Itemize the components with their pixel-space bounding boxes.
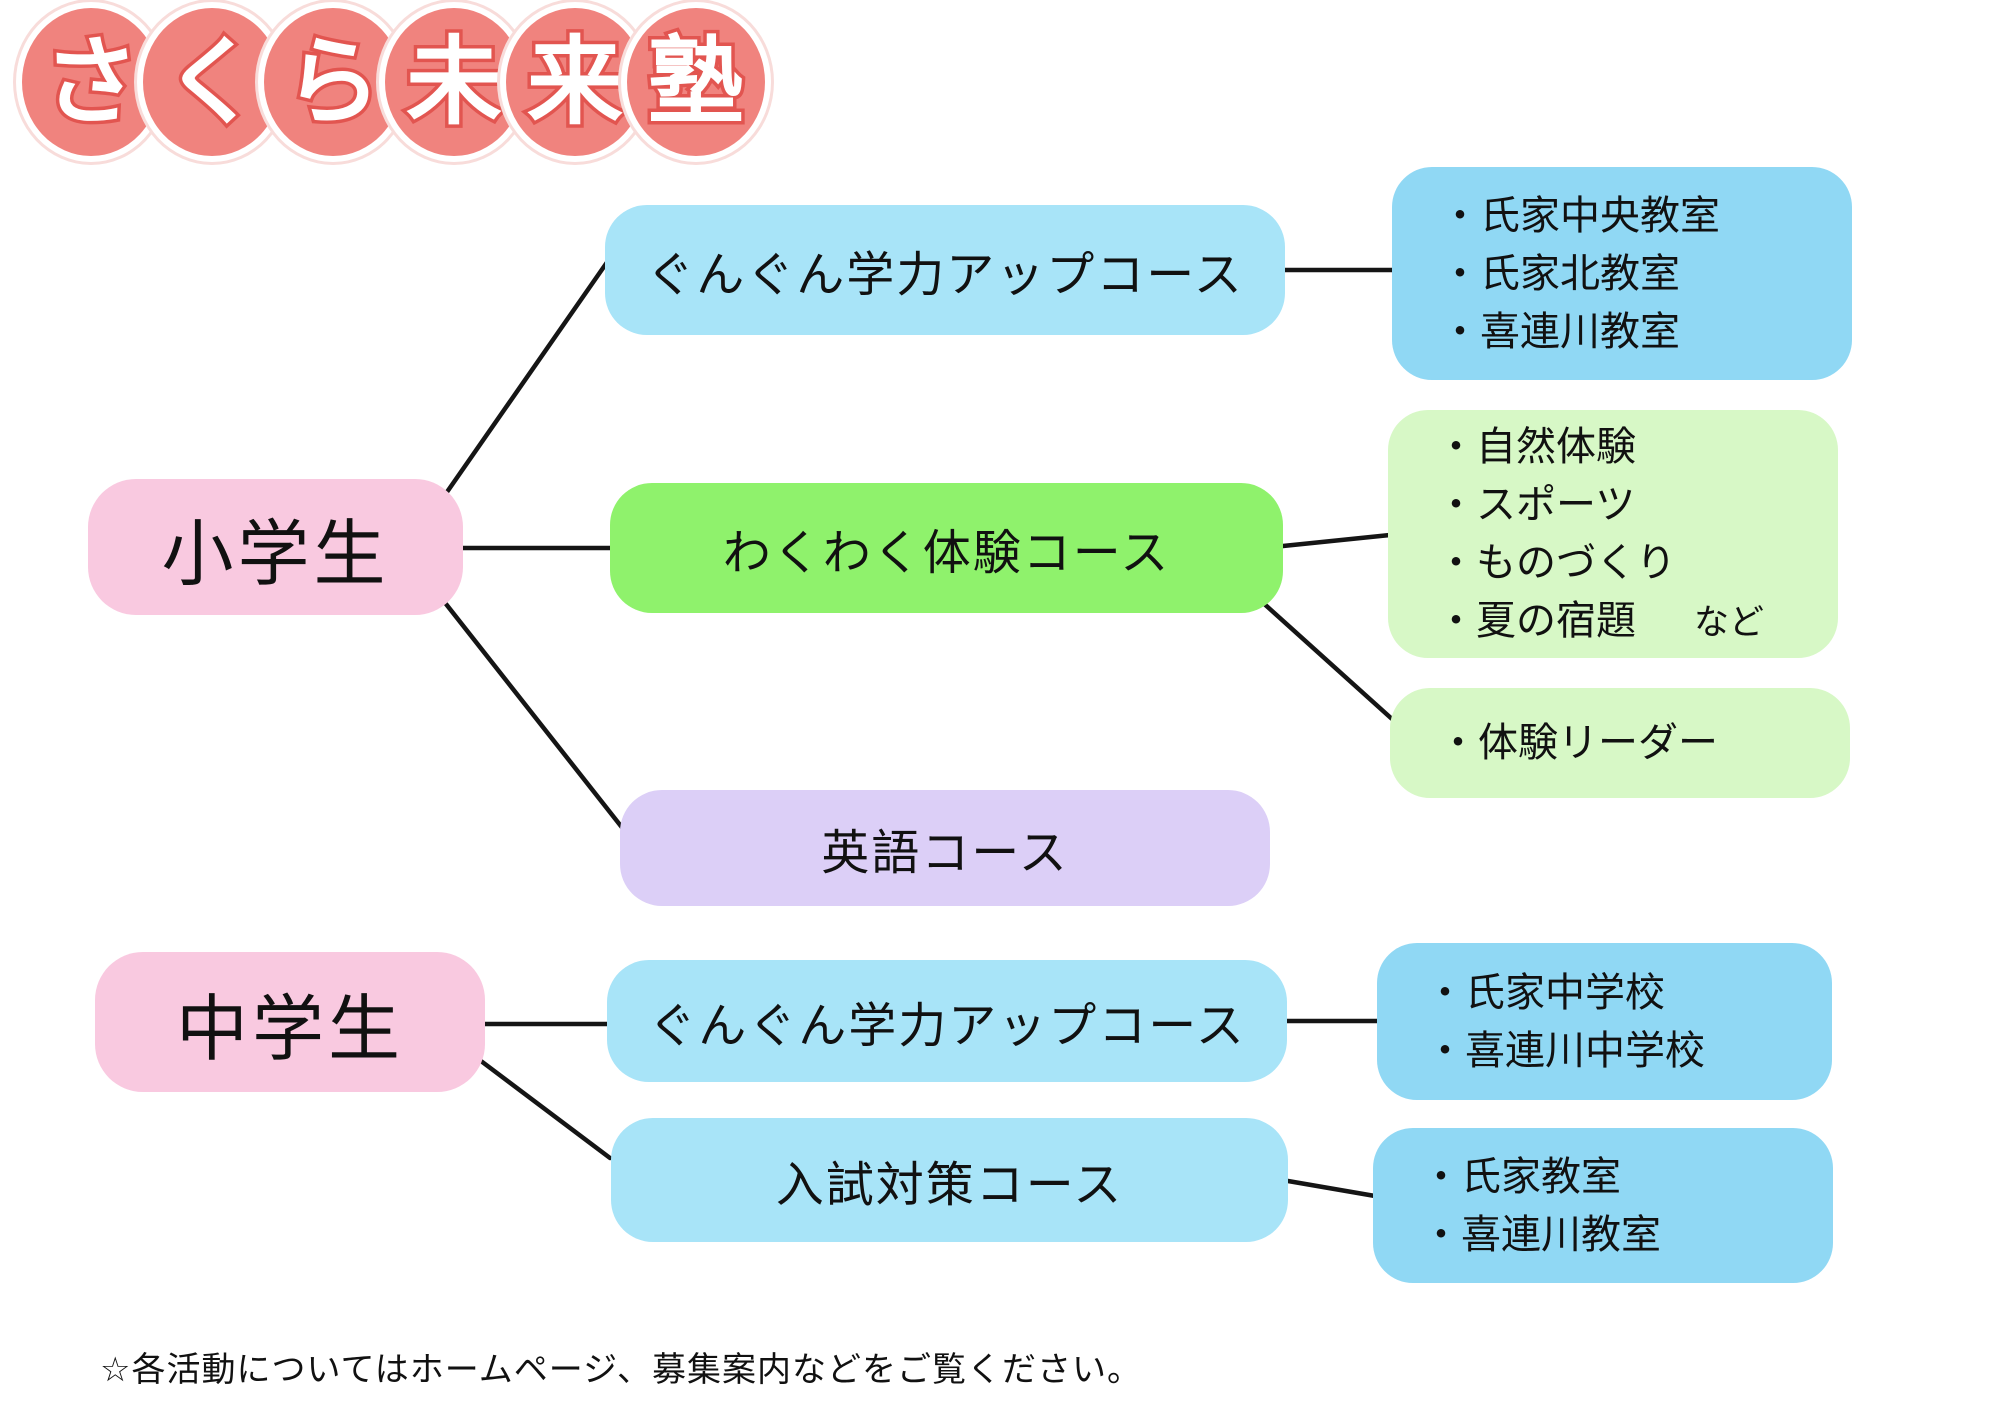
detail-item: ・氏家教室 <box>1421 1153 1621 1200</box>
logo-char: 来 <box>524 26 627 138</box>
detail-wakuwaku-activities: ・自然体験 ・スポーツ ・ものづくり ・夏の宿題 など <box>1388 410 1838 658</box>
edge-wakuwaku-leader <box>1258 598 1395 722</box>
logo-circle: 塾 <box>627 8 765 156</box>
edge-elementary-eigo <box>443 601 627 833</box>
detail-item: ・喜連川中学校 <box>1425 1027 1705 1074</box>
logo-circle: ら <box>264 8 402 156</box>
school-logo: さ く ら 未 来 塾 <box>22 8 765 156</box>
node-elementary-students: 小学生 <box>88 479 463 615</box>
logo-char: ら <box>282 26 385 138</box>
logo-char: 未 <box>403 26 506 138</box>
course-nyushi: 入試対策コース <box>611 1118 1288 1242</box>
edge-wakuwaku-activities <box>1280 532 1393 549</box>
detail-gungun-elementary-rooms: ・氏家中央教室 ・氏家北教室 ・喜連川教室 <box>1392 167 1852 380</box>
detail-item: ・氏家中央教室 <box>1440 192 1720 239</box>
detail-item: ・氏家中学校 <box>1425 969 1665 1016</box>
etc-suffix: など <box>1694 603 1765 643</box>
logo-circle: く <box>143 8 281 156</box>
detail-item: ・喜連川教室 <box>1440 308 1680 355</box>
edge-nyushi-rooms <box>1285 1178 1378 1199</box>
detail-item: ・ものづくり <box>1436 540 1676 586</box>
logo-circle: 未 <box>385 8 523 156</box>
course-gungun-junior: ぐんぐん学力アップコース <box>607 960 1287 1082</box>
logo-circle: さ <box>22 8 160 156</box>
logo-char: く <box>161 26 264 138</box>
detail-gungun-junior-schools: ・氏家中学校 ・喜連川中学校 <box>1377 943 1832 1100</box>
node-junior-high-students: 中学生 <box>95 952 485 1092</box>
course-gungun-elementary: ぐんぐん学力アップコース <box>605 205 1285 335</box>
detail-item: ・喜連川教室 <box>1421 1211 1661 1258</box>
detail-item: ・氏家北教室 <box>1440 250 1680 297</box>
edge-junior-nyushi <box>478 1058 613 1161</box>
course-wakuwaku: わくわく体験コース <box>610 483 1283 613</box>
logo-circle: 来 <box>506 8 644 156</box>
logo-char: 塾 <box>645 26 748 138</box>
course-eigo: 英語コース <box>620 790 1270 906</box>
detail-nyushi-rooms: ・氏家教室 ・喜連川教室 <box>1373 1128 1833 1283</box>
detail-wakuwaku-leader: ・体験リーダー <box>1390 688 1850 798</box>
detail-item: ・体験リーダー <box>1438 720 1718 766</box>
detail-item: ・夏の宿題 など <box>1436 592 1764 650</box>
footer-note: ☆各活動についてはホームページ、募集案内などをご覧ください。 <box>100 1350 1143 1390</box>
edge-elementary-gungun <box>444 255 613 495</box>
detail-item-text: ・夏の宿題 <box>1436 598 1636 644</box>
detail-item: ・スポーツ <box>1436 482 1636 528</box>
logo-char: さ <box>40 26 143 138</box>
detail-item: ・自然体験 <box>1436 424 1636 470</box>
